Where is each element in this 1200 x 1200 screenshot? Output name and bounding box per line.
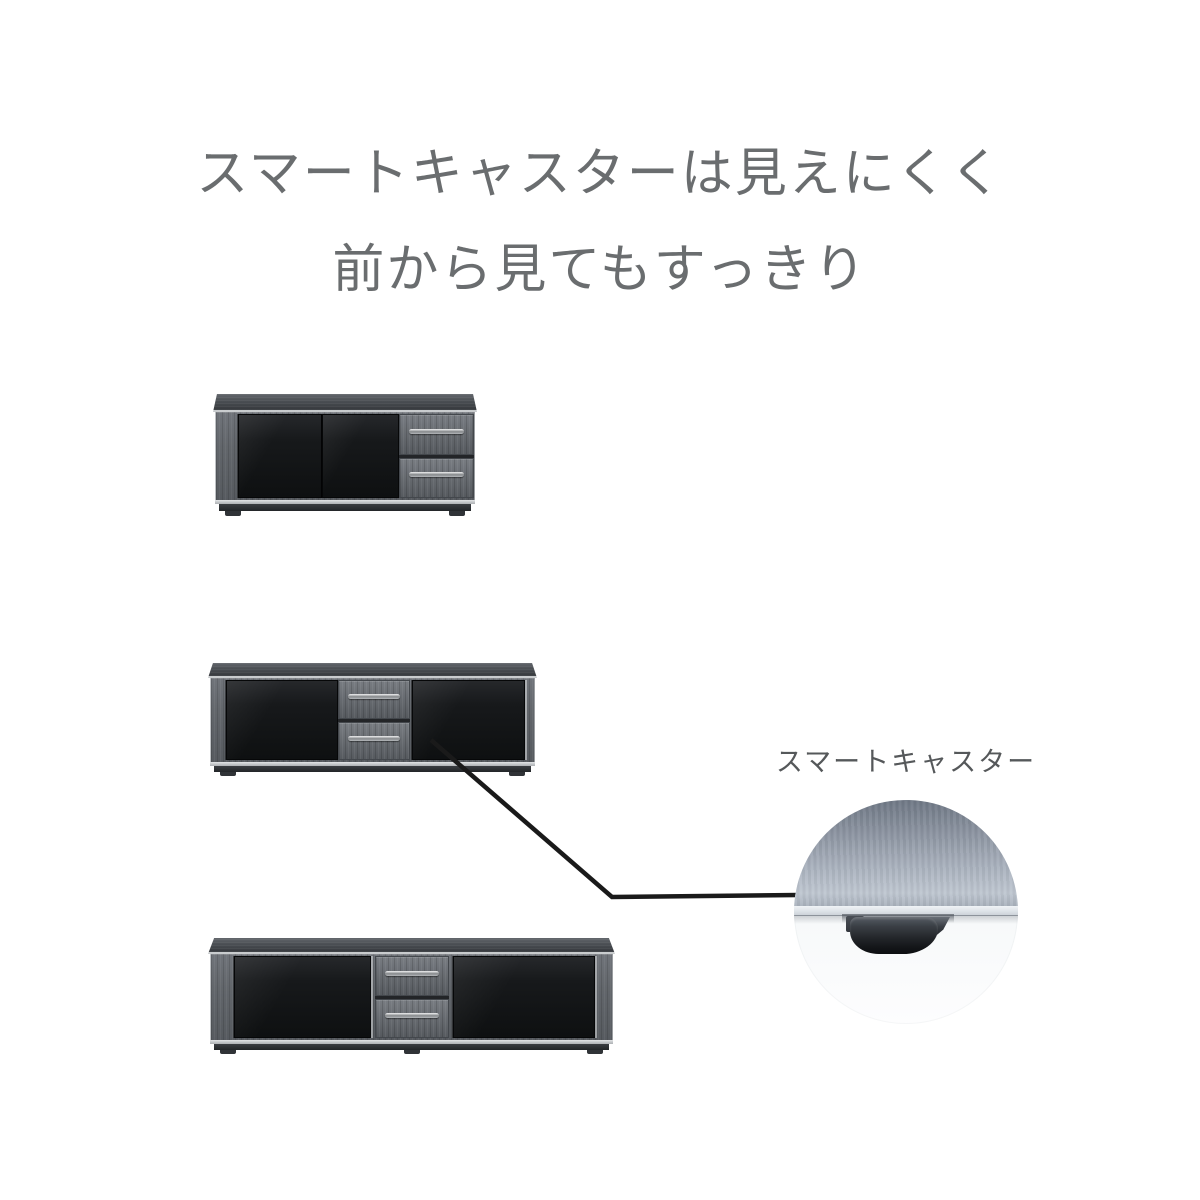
- cabinet-foot: [403, 1050, 420, 1054]
- caster-closeup-circle: [794, 800, 1018, 1024]
- base-trim: [210, 1040, 613, 1044]
- cabinet-body: [215, 412, 475, 500]
- drawer: [399, 414, 474, 455]
- glass-door: [322, 414, 399, 498]
- drawer-stack: [338, 680, 410, 760]
- heading: スマートキャスターは見えにくく 前から見てもすっきり: [0, 126, 1200, 318]
- glass-door: [226, 680, 338, 760]
- cabinet-foot: [220, 772, 236, 776]
- cabinet-top: [208, 938, 615, 954]
- cabinet-foot: [449, 511, 465, 516]
- cabinet-body: [210, 954, 613, 1040]
- drawer: [399, 457, 474, 498]
- cabinet-top: [208, 663, 537, 678]
- drawer: [338, 680, 410, 719]
- glass-door: [453, 956, 595, 1038]
- drawer: [338, 721, 410, 760]
- heading-line-2: 前から見てもすっきり: [332, 241, 868, 299]
- cabinet-foot: [587, 1050, 603, 1054]
- drawer-stack: [399, 414, 474, 498]
- cabinet-side-panel: [794, 800, 1018, 906]
- drawer-stack: [375, 956, 449, 1038]
- cabinet-foot: [220, 1050, 236, 1054]
- drawer-handle: [409, 472, 464, 478]
- base-trim: [210, 762, 535, 766]
- tv-stand-large: [208, 938, 615, 1054]
- plinth: [214, 766, 531, 772]
- drawer-handle: [348, 694, 400, 700]
- cabinet-foot: [509, 772, 525, 776]
- glass-door: [412, 680, 525, 760]
- drawer: [375, 956, 449, 996]
- drawer-handle: [409, 428, 464, 434]
- heading-line-1: スマートキャスターは見えにくく: [196, 145, 1004, 203]
- drawer-handle: [385, 1013, 439, 1018]
- drawer-handle: [385, 970, 439, 976]
- cabinet-foot: [225, 511, 241, 516]
- caster-label: スマートキャスター: [775, 747, 1037, 777]
- base-trim: [215, 500, 475, 504]
- glass-door: [234, 956, 371, 1038]
- cabinet-body: [210, 678, 535, 762]
- caster-wheel: [850, 917, 938, 954]
- tv-stand-small: [213, 394, 477, 517]
- plinth: [219, 504, 471, 511]
- plinth: [214, 1044, 609, 1050]
- glass-door: [238, 414, 322, 498]
- drawer: [375, 998, 449, 1038]
- tv-stand-medium: [208, 663, 537, 776]
- drawer-handle: [348, 735, 400, 741]
- cabinet-top: [213, 394, 477, 412]
